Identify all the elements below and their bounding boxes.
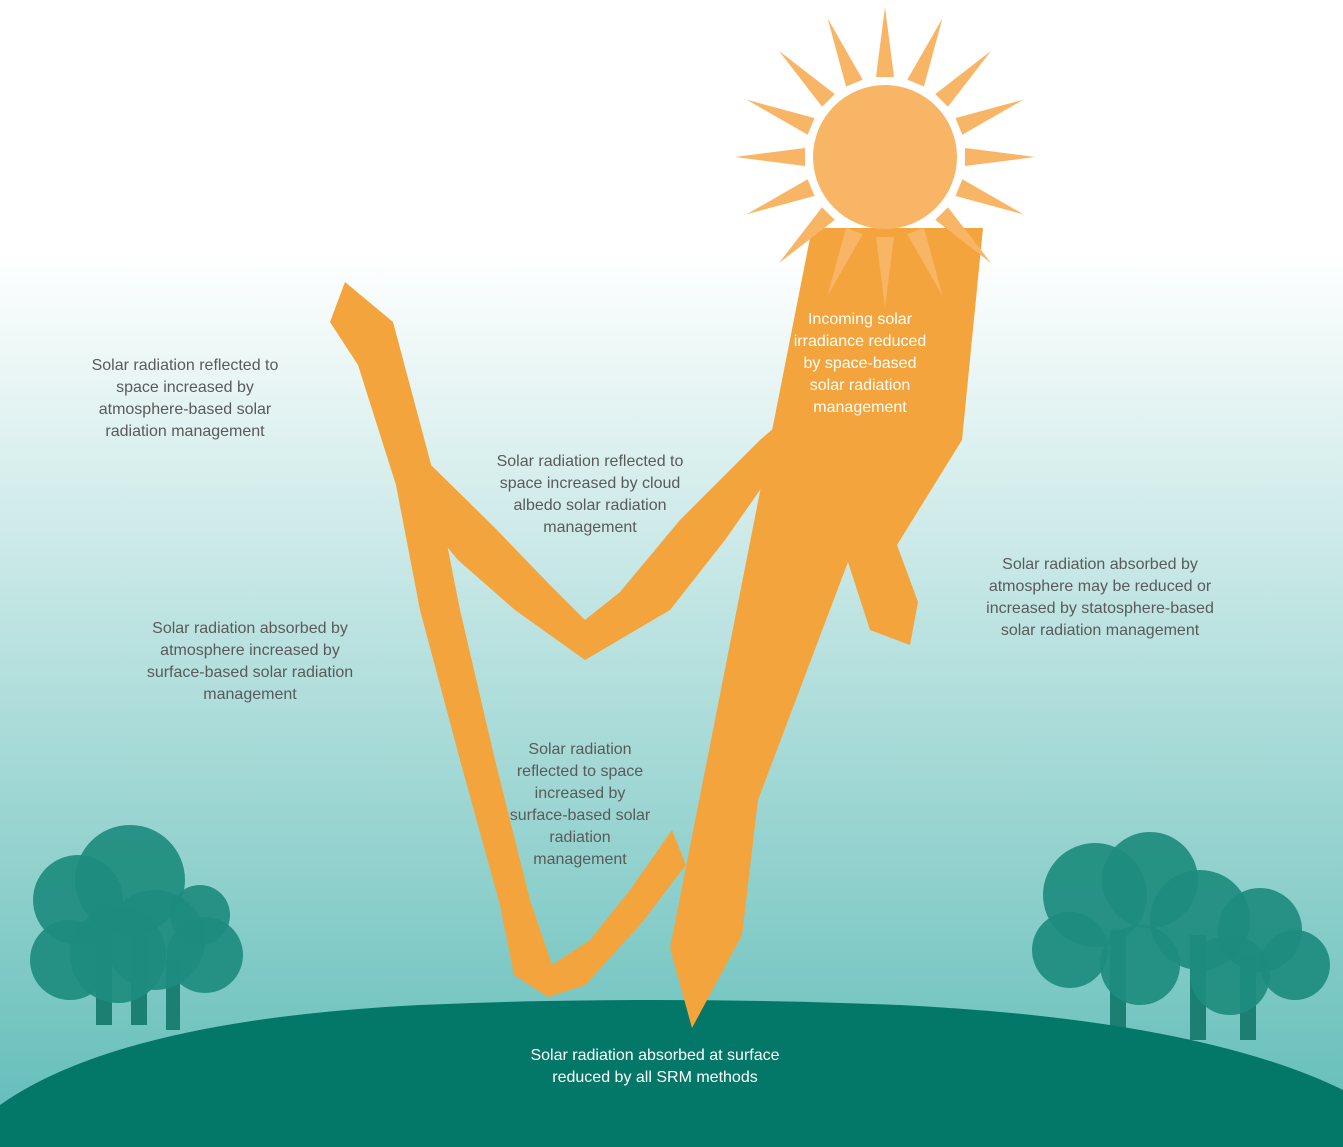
sun-ray <box>907 18 943 87</box>
cloud-albedo-label: Solar radiation reflected to space incre… <box>496 453 684 536</box>
sun-ray <box>935 50 992 107</box>
incoming-radiation-arrow <box>670 228 983 1028</box>
absorbed-atmosphere-stratosphere-label: Solar radiation absorbed by atmosphere m… <box>986 556 1214 639</box>
tree-cluster-icon <box>30 825 243 1030</box>
atmosphere-reflected-label: Solar radiation reflected to space incre… <box>91 357 279 440</box>
sun-ray <box>907 227 943 296</box>
sun-ray <box>778 50 835 107</box>
sun-ray <box>827 227 863 296</box>
absorbed-atmosphere-surface-label: Solar radiation absorbed by atmosphere i… <box>146 620 354 703</box>
sun-ray <box>746 179 815 215</box>
sun-ray <box>955 99 1024 135</box>
sun-ray <box>746 99 815 135</box>
sun-ray <box>827 18 863 87</box>
sun-ray <box>778 207 835 264</box>
sun-ray <box>735 148 805 166</box>
atmosphere-reflected-arrow <box>330 282 432 485</box>
sun-icon <box>735 7 1035 307</box>
sun-ray <box>965 148 1035 166</box>
sun-ray <box>955 179 1024 215</box>
sun-ray <box>876 237 894 307</box>
ground <box>0 1000 1343 1147</box>
incoming-radiation-label: Incoming solar irradiance reduced by spa… <box>793 311 927 416</box>
sun-ray <box>935 207 992 264</box>
cloud-albedo-arrow <box>396 380 843 660</box>
absorbed-surface-label: Solar radiation absorbed at surface redu… <box>530 1047 780 1086</box>
tree-cluster-icon <box>1032 832 1330 1040</box>
radiation-arrows <box>330 228 983 1028</box>
sun-ray <box>876 7 894 77</box>
surface-reflected-label: Solar radiation reflected to space incre… <box>509 741 651 868</box>
surface-reflected-arrow <box>396 468 686 997</box>
